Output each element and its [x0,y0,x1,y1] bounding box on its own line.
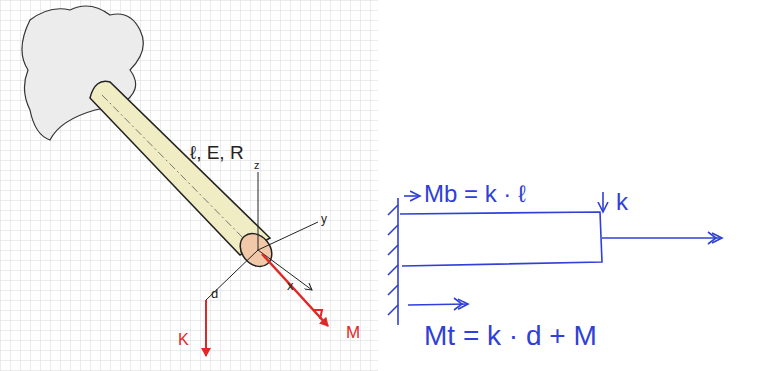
axis-label: y [321,213,327,225]
grid-paper [0,0,378,371]
axis-label: x [287,279,294,292]
force-label: K [178,332,189,348]
material-label: ℓ, E, R [190,143,244,162]
x-axis [258,250,312,290]
z-axis [258,172,259,250]
cylinder [90,81,270,255]
moment-label: M [346,324,360,341]
dimension-label: d [211,287,218,300]
center-line [102,95,252,247]
moment-second-head [313,310,322,319]
lever-line [206,250,258,300]
beam-sketch [388,192,722,325]
torsion-moment-label: Mt = k · d + M [424,322,597,350]
bending-moment-label: Mb = k · ℓ [424,182,526,206]
force-arrow [205,300,207,356]
moment-arrow [262,254,328,326]
force-label: k [616,190,628,214]
axis-label: z [254,160,260,171]
y-axis [258,222,318,250]
